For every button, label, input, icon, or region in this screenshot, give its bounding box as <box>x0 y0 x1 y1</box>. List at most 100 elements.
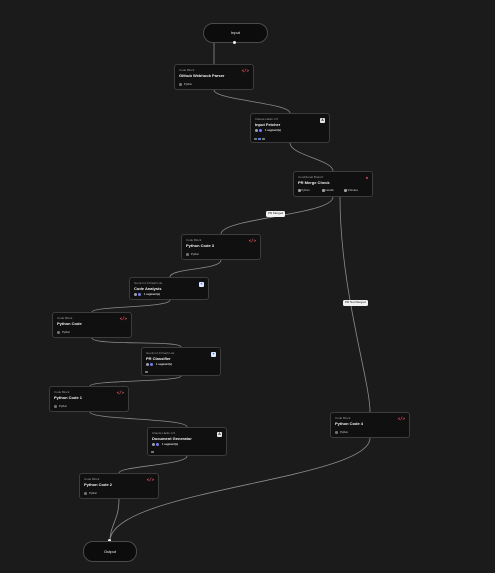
node-python-code-4[interactable]: Code Block Python Code 4 Python </> <box>330 412 410 438</box>
node-language: Python <box>184 83 193 86</box>
edge-label-pr-not-merged: PR Not Merged <box>343 300 368 306</box>
input-port[interactable] <box>233 41 236 44</box>
edge-pycode-classifier <box>91 337 182 348</box>
edge-py4-output <box>109 437 371 542</box>
node-code-analysis[interactable]: Gemini 2.0 Flash Lite Code Analysis ✦ 1 … <box>129 277 209 300</box>
settings-icon[interactable] <box>254 137 257 140</box>
node-pr-classifier[interactable]: Gemini 2.0 Flash Lite PR Classifier ✦ 1 … <box>141 347 221 376</box>
python-icon <box>335 431 338 434</box>
python-icon <box>186 253 189 256</box>
output-node[interactable]: Output <box>83 541 137 562</box>
anthropic-icon: A <box>320 118 325 123</box>
node-actions <box>254 137 265 140</box>
python-icon <box>84 492 87 495</box>
node-python-code-2[interactable]: Code Block Python Code 2 Python </> <box>79 473 159 499</box>
node-title: Code Analysis <box>134 286 162 291</box>
node-language: Python <box>191 253 200 256</box>
node-title: PR Merge Check <box>298 180 330 185</box>
node-kind: Gemini 2.0 Flash Lite <box>134 281 163 285</box>
tool-row: 1 segment(s) <box>152 443 178 446</box>
python-icon <box>57 331 60 334</box>
branch-label: Handle <box>325 189 334 192</box>
code-icon: </> <box>248 238 256 243</box>
tool-count: 1 segment(s) <box>162 443 178 446</box>
tool-icon <box>134 293 137 296</box>
branch-icon: ⇅ <box>365 175 368 180</box>
node-github-webhook-parser[interactable]: Code Block Github Webhook Parser Python … <box>174 64 254 90</box>
node-title: PR Classifier <box>146 356 171 361</box>
code-icon: </> <box>119 316 127 321</box>
node-kind: Code Block <box>335 416 351 420</box>
more-icon[interactable] <box>262 137 265 140</box>
tool-count: 1 segment(s) <box>144 293 160 296</box>
tool-count: 1 segment(s) <box>156 363 172 366</box>
code-icon: </> <box>116 390 124 395</box>
node-kind: Code Block <box>57 316 73 320</box>
branch-label: Python <box>301 189 310 192</box>
edge-parser-fetcher <box>213 89 291 114</box>
node-python-code[interactable]: Code Block Python Code Python </> <box>52 312 132 338</box>
tool-icon <box>255 129 258 132</box>
node-kind: Code Block <box>84 477 100 481</box>
branch-label: 3 Routes <box>347 189 358 192</box>
node-title: Input Fetcher <box>255 122 281 127</box>
edge-fetcher-prmerge <box>289 142 334 172</box>
anthropic-icon: A <box>217 432 222 437</box>
edge-docgen-py2 <box>118 455 188 474</box>
tool-icon <box>150 363 153 366</box>
python-icon <box>54 405 57 408</box>
node-title: Python Code 2 <box>84 482 113 487</box>
tool-icon <box>138 293 141 296</box>
gemini-icon: ✦ <box>199 282 204 287</box>
edge-analysis-pycode <box>91 299 171 313</box>
node-document-generator[interactable]: Claude Haiku 4.5 Document Generator A 1 … <box>147 427 227 456</box>
tool-icon <box>146 363 149 366</box>
edge-label-pr-merged: PR Merged <box>266 211 286 217</box>
node-python-code-3[interactable]: Code Block Python Code 3 Python </> <box>181 234 261 260</box>
node-title: Python Code <box>57 321 82 326</box>
branch-routes: 3 Routes <box>344 189 358 192</box>
edge-py1-docgen <box>89 411 188 428</box>
tool-row: 1 segment(s) <box>255 129 281 132</box>
link-icon[interactable] <box>258 137 261 140</box>
code-icon: </> <box>146 477 154 482</box>
node-python-code-1[interactable]: Code Block Python Code 1 Python </> <box>49 386 129 412</box>
node-input-fetcher[interactable]: Claude Haiku 4.5 Input Fetcher A 1 segme… <box>250 113 330 143</box>
node-language: Python <box>62 331 71 334</box>
tool-icon <box>156 443 159 446</box>
output-label: Output <box>103 549 116 554</box>
node-language: Python <box>340 431 349 434</box>
node-kind: Claude Haiku 4.5 <box>152 431 176 435</box>
node-kind: Gemini 2.0 Flash Lite <box>146 351 175 355</box>
node-title: Python Code 1 <box>54 395 83 400</box>
branch-python: Python <box>298 189 310 192</box>
node-kind: Code Block <box>186 238 202 242</box>
python-icon <box>179 83 182 86</box>
route-icon <box>344 189 347 192</box>
settings-icon[interactable] <box>151 450 154 453</box>
node-title: Document Generator <box>152 436 192 441</box>
node-language: Python <box>59 405 68 408</box>
node-title: Github Webhook Parser <box>179 73 225 78</box>
node-kind: Code Block <box>54 390 70 394</box>
input-label: Input <box>231 30 240 35</box>
node-title: Python Code 3 <box>186 243 215 248</box>
node-pr-merge-check[interactable]: Conditional Branch PR Merge Check ⇅ Pyth… <box>293 171 373 197</box>
output-port[interactable] <box>108 539 111 542</box>
code-icon: </> <box>241 68 249 73</box>
node-title: Python Code 4 <box>335 421 364 426</box>
python-icon <box>298 189 301 192</box>
node-kind: Code Block <box>179 68 195 72</box>
edge-python3-analysis <box>169 259 222 278</box>
tool-icon <box>259 129 262 132</box>
tool-row: 1 segment(s) <box>134 293 160 296</box>
handle-icon <box>322 189 325 192</box>
input-node[interactable]: Input <box>203 23 268 43</box>
node-language: Python <box>89 492 98 495</box>
node-actions <box>151 450 154 453</box>
tool-icon <box>152 443 155 446</box>
settings-icon[interactable] <box>145 370 148 373</box>
tool-count: 1 segment(s) <box>265 129 281 132</box>
edge-classifier-py1 <box>89 375 182 387</box>
